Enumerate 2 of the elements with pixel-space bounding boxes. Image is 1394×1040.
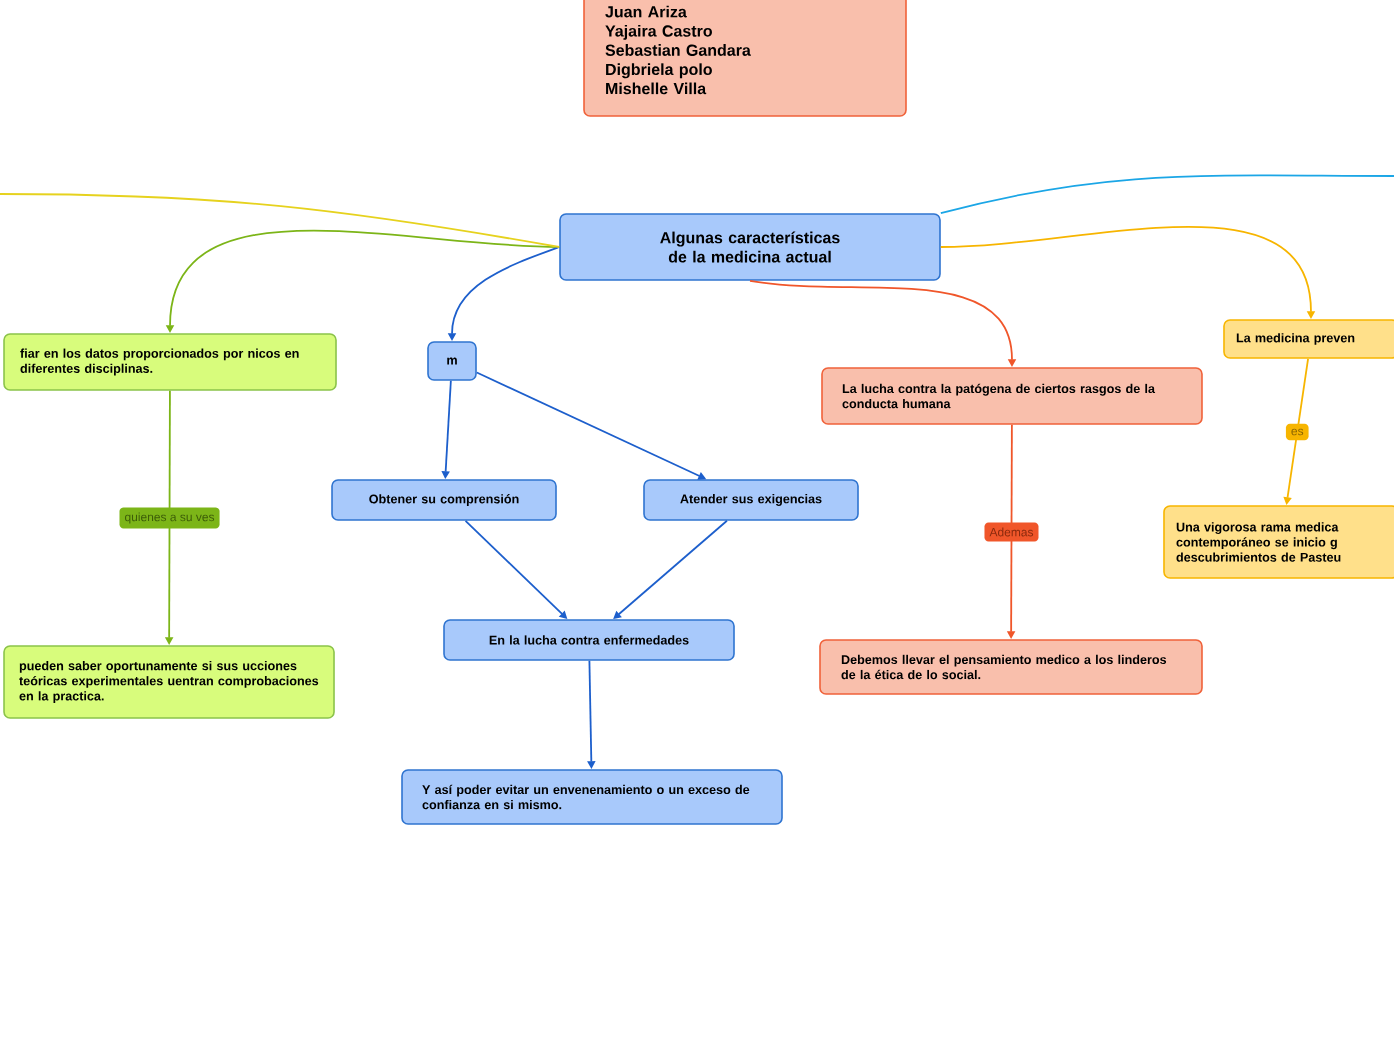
central-topic-box: Algunas características de la medicina actual xyxy=(559,213,941,281)
names-box: Juan Ariza Yajaira Castro Sebastian Gandara Digbriela polo Mishelle Villa xyxy=(583,0,907,117)
